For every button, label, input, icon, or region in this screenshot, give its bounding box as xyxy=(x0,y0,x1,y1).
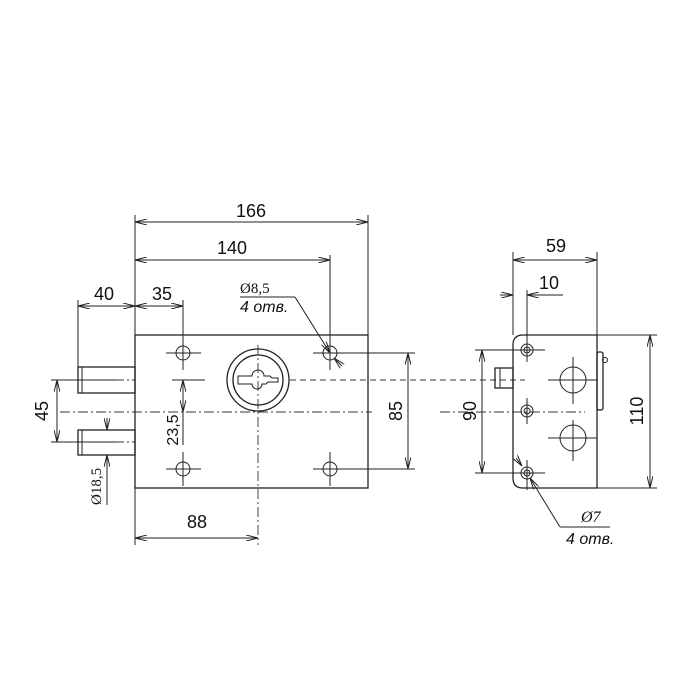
dim-166: 166 xyxy=(236,201,266,221)
side-hole-note-count: 4 отв. xyxy=(566,531,614,548)
side-mounting-holes xyxy=(475,290,545,490)
dim-10: 10 xyxy=(539,273,559,293)
bolt-end xyxy=(494,367,514,389)
dim-bolt-diameter: Ø18,5 xyxy=(89,468,105,505)
dim-110: 110 xyxy=(627,397,647,426)
key-cylinder xyxy=(226,348,290,412)
lock-body-side xyxy=(512,334,598,489)
dim-90: 90 xyxy=(460,401,480,421)
dim-59: 59 xyxy=(546,236,566,256)
cylinder-holes xyxy=(548,357,597,461)
mounting-holes xyxy=(166,255,415,486)
dim-85: 85 xyxy=(386,401,406,421)
hole-note-count: 4 отв. xyxy=(240,299,288,316)
dim-40: 40 xyxy=(94,284,114,304)
lock-body-front xyxy=(134,334,369,489)
hole-note-diameter: Ø8,5 xyxy=(240,281,270,297)
keyhole-icon xyxy=(237,369,279,390)
dim-35: 35 xyxy=(152,284,172,304)
dim-88: 88 xyxy=(187,512,207,532)
dim-45: 45 xyxy=(32,401,52,421)
dim-23-5: 23,5 xyxy=(165,414,182,445)
front-view: 166 140 40 35 45 23,5 85 88 Ø18,5 Ø8,5 4… xyxy=(32,201,525,545)
side-view: 59 10 90 110 Ø7 4 отв. xyxy=(440,236,657,548)
handle xyxy=(596,351,604,411)
side-hole-note-diameter: Ø7 xyxy=(580,509,602,526)
dim-140: 140 xyxy=(217,238,247,258)
